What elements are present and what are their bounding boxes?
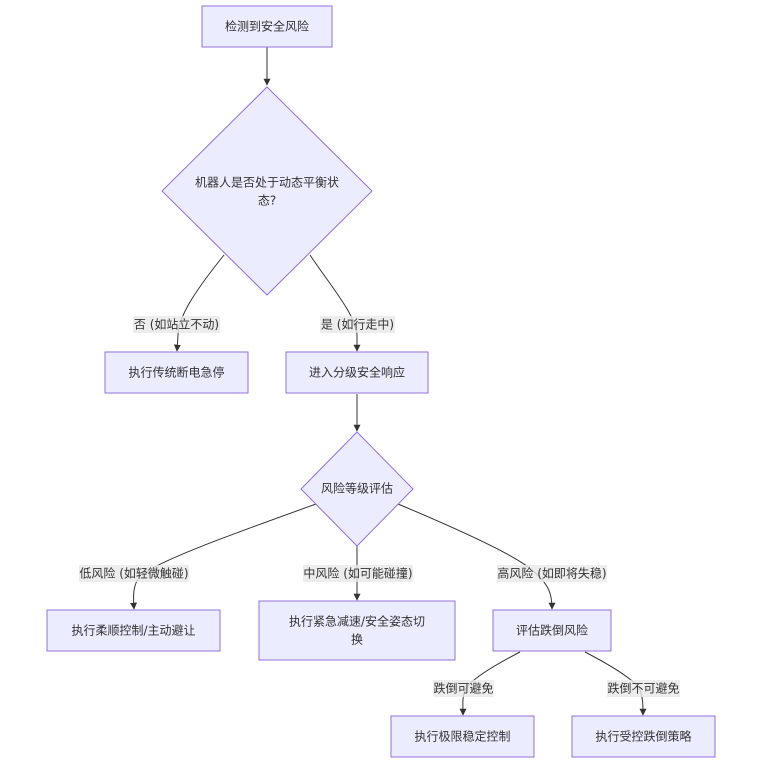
node-controlled-fall[interactable]: 执行受控跌倒策略: [571, 715, 716, 758]
node-emergency-stop-label: 执行传统断电急停: [128, 365, 224, 380]
node-detect-risk-label: 检测到安全风险: [225, 19, 309, 34]
edge-balance-graded: [309, 254, 361, 352]
edge-label-fall-avoidable-text: 跌倒可避免: [433, 681, 493, 696]
edge-label-high-risk-text: 高风险 (如即将失稳): [497, 566, 606, 581]
node-emergency-decel-label-line2: 换: [351, 633, 363, 647]
edge-label-yes-text: 是 (如行走中): [321, 317, 394, 332]
node-compliant-control-label: 执行柔顺控制/主动避让: [71, 624, 195, 638]
node-emergency-stop[interactable]: 执行传统断电急停: [104, 351, 249, 394]
node-assess-fall-risk[interactable]: 评估跌倒风险: [492, 609, 612, 652]
edge-label-fall-avoidable: 跌倒可避免: [433, 680, 494, 697]
nodes: 检测到安全风险 机器人是否处于动态平衡状 态? 执行传统断电急停 进入分级安全响…: [46, 5, 716, 758]
edge-labels: 否 (如站立不动) 是 (如行走中) 低风险 (如轻微触碰) 中风险 (如可能碰…: [79, 316, 680, 697]
node-graded-response[interactable]: 进入分级安全响应: [285, 351, 429, 394]
edge-label-medium-risk: 中风险 (如可能碰撞): [303, 565, 413, 582]
edge-assess-compliant: [130, 503, 317, 610]
node-graded-response-label: 进入分级安全响应: [309, 365, 405, 380]
edge-balance-estop: [173, 254, 225, 352]
node-extreme-stabilize-label: 执行极限稳定控制: [414, 729, 510, 744]
node-emergency-decel-label-line1: 执行紧急减速/安全姿态切: [289, 614, 425, 629]
edge-label-high-risk: 高风险 (如即将失稳): [497, 565, 607, 582]
decision-risk-assessment[interactable]: 风险等级评估: [300, 431, 414, 547]
edge-label-yes: 是 (如行走中): [320, 316, 395, 333]
edge-label-low-risk: 低风险 (如轻微触碰): [79, 565, 189, 582]
edge-assess-fallrisk: [397, 503, 556, 610]
edge-label-no-text: 否 (如站立不动): [134, 317, 219, 332]
node-compliant-control[interactable]: 执行柔顺控制/主动避让: [46, 609, 221, 652]
node-extreme-stabilize[interactable]: 执行极限稳定控制: [390, 715, 535, 758]
node-emergency-decel[interactable]: 执行紧急减速/安全姿态切 换: [258, 600, 456, 661]
decision-dynamic-balance-label-line2: 态?: [258, 194, 276, 208]
edge-label-no: 否 (如站立不动): [133, 316, 220, 333]
decision-dynamic-balance[interactable]: 机器人是否处于动态平衡状 态?: [161, 86, 373, 296]
edge-label-fall-unavoidable-text: 跌倒不可避免: [607, 681, 679, 696]
edge-label-fall-unavoidable: 跌倒不可避免: [607, 680, 680, 697]
node-controlled-fall-label: 执行受控跌倒策略: [595, 729, 691, 744]
node-detect-risk[interactable]: 检测到安全风险: [201, 5, 333, 48]
edge-label-medium-risk-text: 中风险 (如可能碰撞): [303, 566, 412, 581]
edge-label-low-risk-text: 低风险 (如轻微触碰): [79, 566, 188, 581]
decision-dynamic-balance-label-line1: 机器人是否处于动态平衡状: [195, 176, 339, 190]
decision-risk-assessment-label: 风险等级评估: [321, 481, 393, 496]
node-assess-fall-risk-label: 评估跌倒风险: [516, 623, 588, 638]
